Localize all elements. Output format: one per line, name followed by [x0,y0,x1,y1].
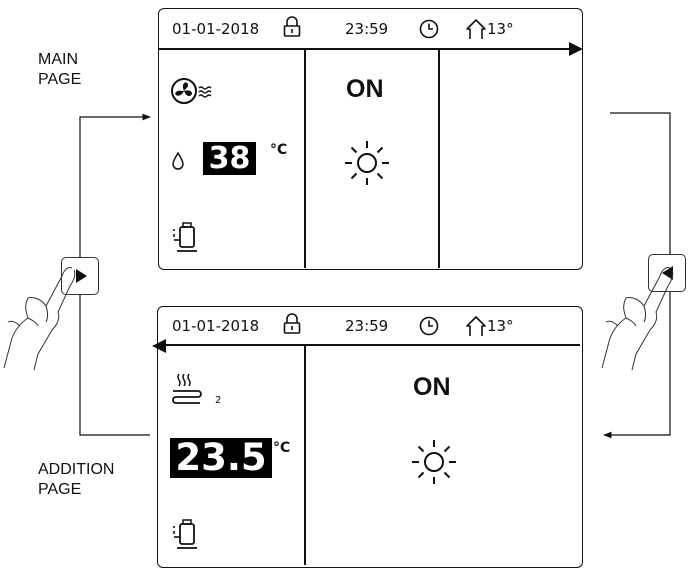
main-page-label: MAIN PAGE [38,51,82,88]
main-divider-1 [304,50,306,268]
left-nav-button[interactable] [648,254,686,292]
main-header-divider [159,48,580,50]
lock-icon [283,313,301,334]
addition-page-label: ADDITION PAGE [38,461,115,498]
zone-number: 2 [215,395,222,406]
addition-status: ON [413,373,451,401]
main-temperature: 38 [203,142,256,175]
main-date: 01-01-2018 [172,20,260,38]
main-temperature-unit: °C [270,142,288,158]
sun-icon [412,440,456,484]
tank-icon [173,222,197,252]
house-icon [466,19,486,39]
hand-right-icon [601,267,674,371]
lock-icon [283,16,301,37]
addition-time: 23:59 [345,317,389,335]
clock-icon [419,316,439,336]
floor-heating-icon [172,373,202,404]
fan-air-icon [171,78,212,104]
addition-date: 01-01-2018 [172,317,260,335]
addition-divider [304,346,306,565]
addition-header-divider [158,344,580,346]
main-time: 23:59 [345,20,389,38]
addition-temperature-unit: °C [273,440,291,456]
play-left-icon [662,266,673,280]
water-drop-icon [172,151,184,170]
main-outdoor-temp: 13° [487,20,514,38]
house-icon [466,316,486,336]
play-right-icon [76,269,87,283]
right-nav-button[interactable] [61,257,99,295]
addition-temperature: 23.5 [170,438,272,478]
main-screen [158,8,583,270]
main-status: ON [346,75,384,103]
tank-icon [173,519,197,549]
sun-icon [345,141,389,185]
right-arrow-icon [569,42,583,56]
left-arrow-icon [152,339,166,353]
clock-icon [419,19,439,39]
addition-outdoor-temp: 13° [487,317,514,335]
main-divider-2 [438,50,440,268]
addition-screen [157,306,583,568]
hand-left-icon [3,267,76,371]
